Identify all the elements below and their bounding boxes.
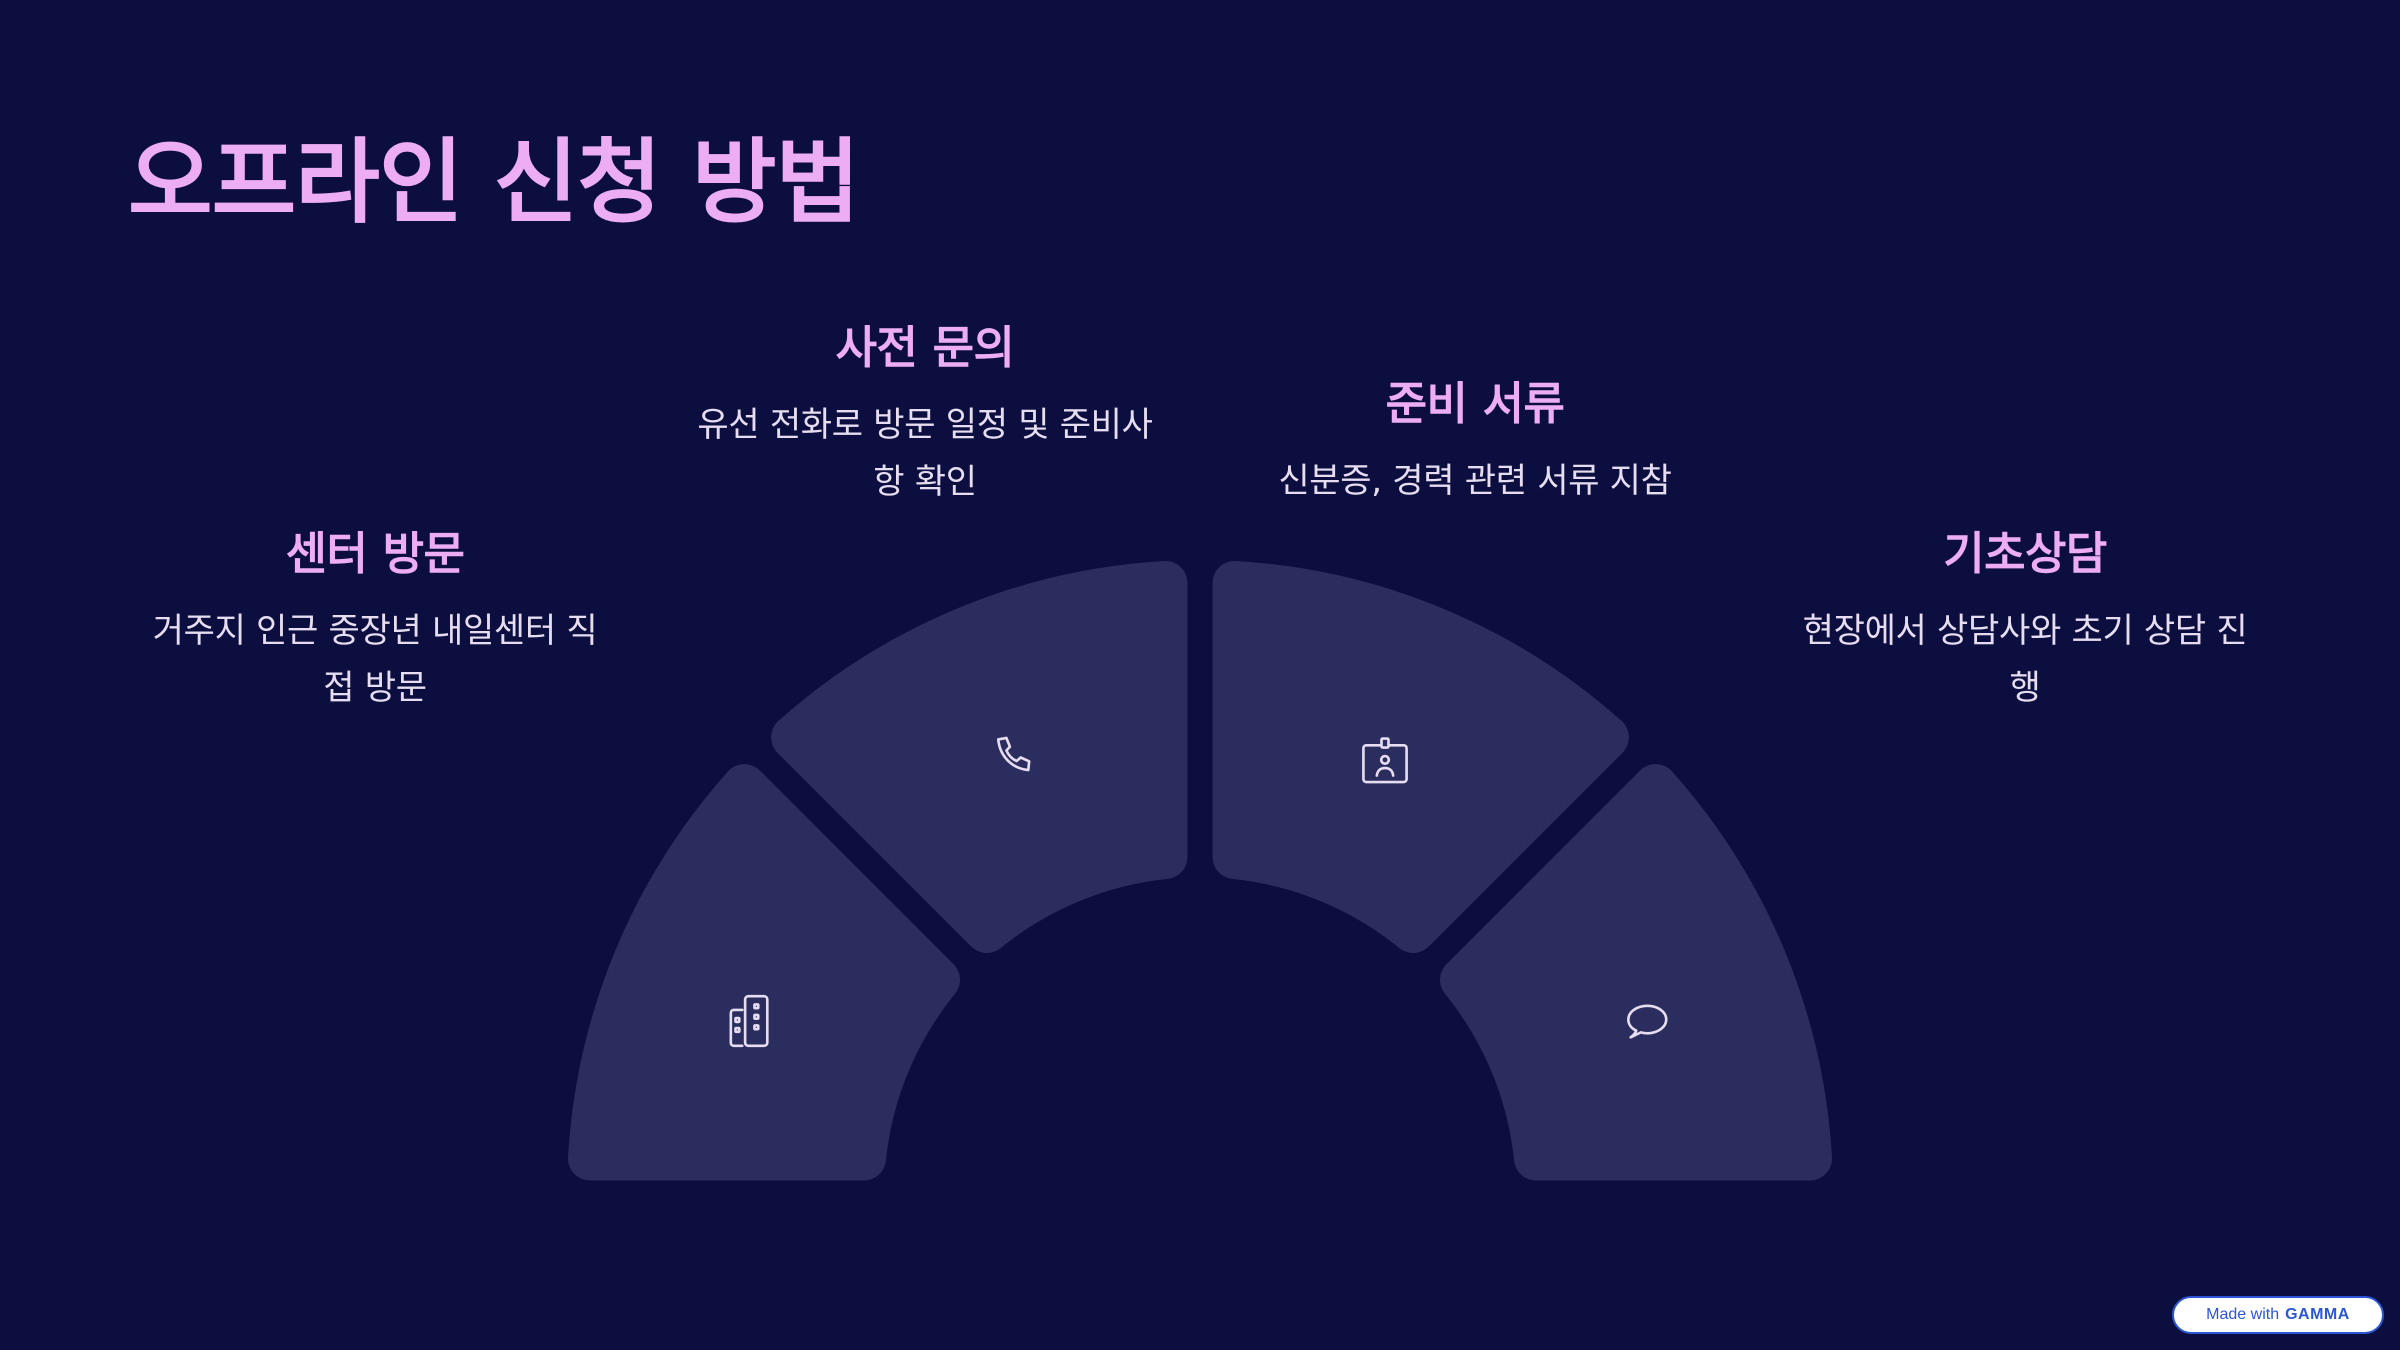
page-title: 오프라인 신청 방법: [128, 129, 860, 236]
step-title: 사전 문의: [835, 321, 1015, 374]
phone-icon: [979, 726, 1049, 796]
chat-bubble-icon: [1612, 986, 1682, 1056]
step-documents: 준비 서류 신분증, 경력 관련 서류 지참: [1215, 377, 1735, 510]
segment-pre-inquiry[interactable]: [771, 561, 1188, 953]
step-title: 센터 방문: [285, 527, 465, 580]
step-description-line: 신분증, 경력 관련 서류 지참: [1278, 461, 1672, 501]
step-description: 신분증, 경력 관련 서류 지참: [1215, 453, 1735, 510]
step-title: 기초상담: [1943, 527, 2107, 580]
step-description-line: 접 방문: [323, 668, 427, 708]
step-description-line: 행: [2009, 668, 2041, 708]
badge-prefix: Made with: [2206, 1306, 2280, 1323]
made-with-gamma-badge[interactable]: Made with GAMMA: [2172, 1296, 2384, 1334]
segment-basic-consult[interactable]: [1440, 764, 1832, 1181]
step-basic-consult: 기초상담 현장에서 상담사와 초기 상담 진 행: [1765, 527, 2285, 717]
step-pre-inquiry: 사전 문의 유선 전화로 방문 일정 및 준비사 항 확인: [665, 321, 1185, 511]
step-description-line: 현장에서 상담사와 초기 상담 진: [1802, 611, 2248, 651]
id-card-icon: [1350, 726, 1420, 796]
step-title: 준비 서류: [1385, 377, 1565, 430]
segment-documents[interactable]: [1212, 561, 1629, 953]
step-description: 현장에서 상담사와 초기 상담 진 행: [1765, 603, 2285, 717]
segment-center-visit[interactable]: [568, 764, 960, 1181]
step-center-visit: 센터 방문 거주지 인근 중장년 내일센터 직 접 방문: [115, 527, 635, 717]
step-description-line: 항 확인: [873, 462, 977, 502]
step-description: 거주지 인근 중장년 내일센터 직 접 방문: [115, 603, 635, 717]
step-description-line: 유선 전화로 방문 일정 및 준비사: [697, 405, 1153, 445]
gamma-logo: GAMMA: [2285, 1306, 2350, 1323]
step-description: 유선 전화로 방문 일정 및 준비사 항 확인: [665, 397, 1185, 511]
building-icon: [718, 986, 788, 1056]
step-description-line: 거주지 인근 중장년 내일센터 직: [152, 611, 598, 651]
